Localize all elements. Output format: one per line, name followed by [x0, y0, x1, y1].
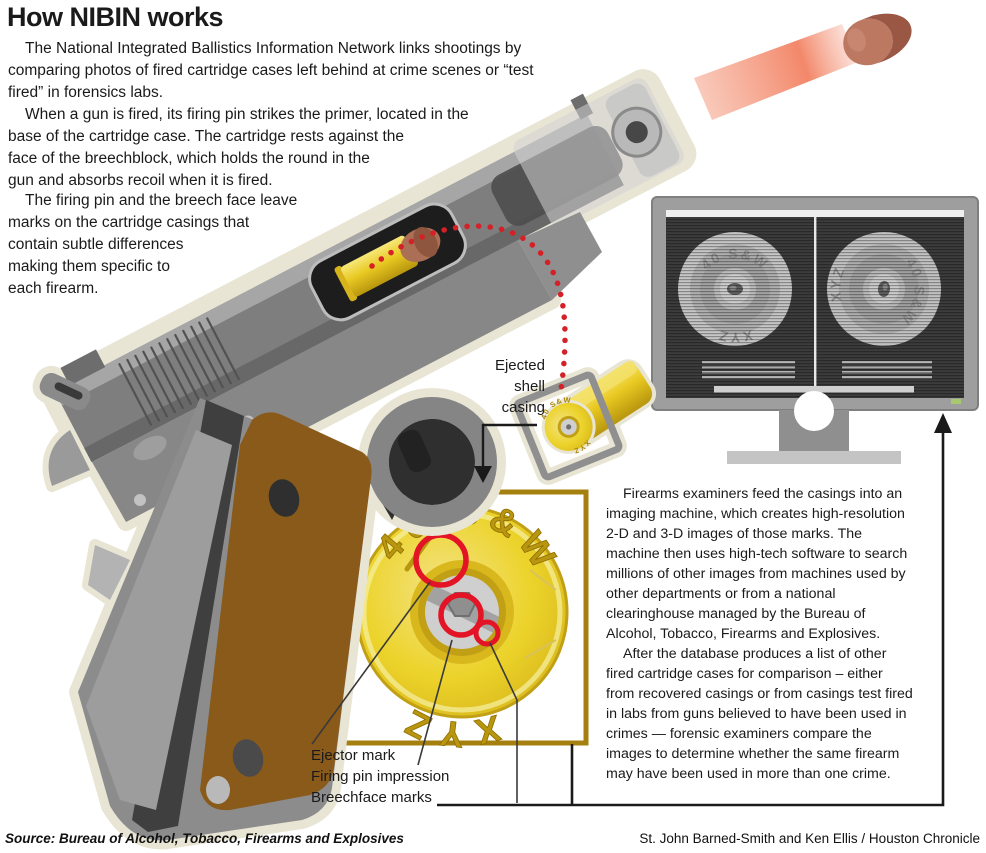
power-led-icon	[951, 399, 961, 404]
thumb-safety	[133, 435, 167, 461]
body-line: The National Integrated Ballistics Infor…	[25, 40, 522, 57]
body-line: Firearms examiners feed the casings into…	[623, 486, 903, 502]
slide-serrations	[118, 317, 241, 426]
examiners-paragraph: Firearms examiners feed the casings into…	[606, 484, 907, 644]
ejected-casing-group: 40 S&W XYZ	[509, 359, 657, 485]
screen-scrollbar[interactable]	[714, 386, 914, 393]
casing-zoom-box: 40 S&W XYZ	[337, 481, 589, 761]
pistol-illustration	[32, 69, 697, 850]
magnified-casing-base: 40 S&W XYZ	[355, 481, 575, 761]
body-line: gun and absorbs recoil when it is fired.	[8, 172, 273, 189]
screen-divider	[814, 217, 817, 396]
body-line: After the database produces a list of ot…	[623, 646, 887, 662]
trigger-guard	[367, 397, 497, 527]
body-line: making them specific to	[8, 258, 170, 275]
fired-bullet-group	[694, 13, 912, 120]
chambered-cartridge-case	[341, 235, 418, 297]
body-line: 2-D and 3-D images of those marks. The	[606, 526, 863, 542]
bullet-icon	[843, 13, 912, 66]
grip-panel	[200, 412, 372, 811]
body-line: crimes — forensic examiners compare the	[606, 726, 872, 742]
rear-sight	[60, 349, 106, 386]
connector-lines	[311, 413, 952, 807]
body-line: fired” in forensics labs.	[8, 84, 164, 101]
marks-paragraph: The firing pin and the breech face leave…	[8, 190, 297, 300]
body-line: When a gun is fired, its firing pin stri…	[25, 106, 469, 123]
ejected-casing: 40 S&W XYZ	[535, 359, 657, 457]
capture-frame	[513, 371, 623, 481]
imaging-monitor: 40 S&W XYZ 40 S&W XYZ	[651, 196, 979, 464]
label-line: shell	[514, 378, 545, 395]
down-arrow-icon	[474, 466, 492, 483]
up-arrow-icon	[934, 413, 952, 433]
body-line: The firing pin and the breech face leave	[25, 192, 298, 209]
body-line: from recovered casings or from casings t…	[606, 686, 913, 702]
body-line: millions of other images from machines u…	[606, 566, 906, 582]
body-line: other departments or from a national	[606, 586, 836, 602]
mark-label-leaders	[311, 581, 518, 803]
database-paragraph: After the database produces a list of ot…	[606, 644, 913, 784]
mainspring-housing	[86, 430, 232, 810]
ejected-shell-label: Ejected shell casing	[420, 355, 545, 418]
grip-screw-top	[268, 479, 300, 517]
trigger[interactable]	[395, 427, 434, 475]
body-line: Alcohol, Tobacco, Firearms and Explosive…	[606, 626, 881, 642]
body-line: imaging machine, which creates high-reso…	[606, 506, 905, 522]
page-title: How NIBIN works	[7, 2, 224, 32]
body-line: contain subtle differences	[8, 236, 184, 253]
label-line: Ejected	[494, 357, 545, 374]
firing-pin-circle	[438, 592, 484, 638]
body-line: in labs from guns believed to have been …	[606, 706, 907, 722]
muzzle	[625, 121, 648, 144]
breechface-mark-circle	[473, 619, 501, 647]
monitor-base	[727, 451, 901, 464]
dust-cover	[518, 212, 602, 300]
magazine-base	[206, 776, 230, 804]
breechface-marks-label: Breechface marks	[311, 789, 432, 806]
grip-safety	[48, 430, 90, 486]
body-line: may have been used in more than one crim…	[606, 766, 891, 782]
body-line: each firearm.	[8, 280, 99, 297]
source-credit: Source: Bureau of Alcohol, Tobacco, Fire…	[5, 831, 404, 846]
monitor-connector	[437, 426, 945, 807]
muzzle-flash-beam	[694, 24, 858, 120]
firing-pin-impression-label: Firing pin impression	[311, 768, 450, 785]
ejected-label-connector	[481, 423, 537, 468]
body-line: images to determine whether the same fir…	[606, 746, 900, 762]
body-line: comparing photos of fired cartridge case…	[8, 62, 534, 79]
label-line: casing	[501, 399, 545, 416]
grip-screw-bottom	[232, 739, 264, 777]
ejector-mark-label: Ejector mark	[311, 747, 396, 764]
firing-pin-paragraph: When a gun is fired, its firing pin stri…	[8, 104, 469, 192]
body-line: fired cartridge cases for comparison – e…	[606, 666, 883, 682]
body-line: marks on the cartridge casings that	[8, 214, 250, 231]
slide-group	[54, 78, 684, 463]
intro-paragraph: The National Integrated Ballistics Infor…	[8, 38, 534, 104]
body-line: machine then uses high-tech software to …	[606, 546, 908, 562]
body-line: base of the cartridge case. The cartridg…	[8, 128, 405, 145]
byline-credit: St. John Barned-Smith and Ken Ellis / Ho…	[639, 831, 980, 846]
slide-stop-lever	[88, 545, 130, 600]
body-line: face of the breechblock, which holds the…	[8, 150, 370, 167]
body-line: clearinghouse managed by the Bureau of	[606, 606, 866, 622]
ejection-trajectory-dots	[369, 223, 568, 393]
